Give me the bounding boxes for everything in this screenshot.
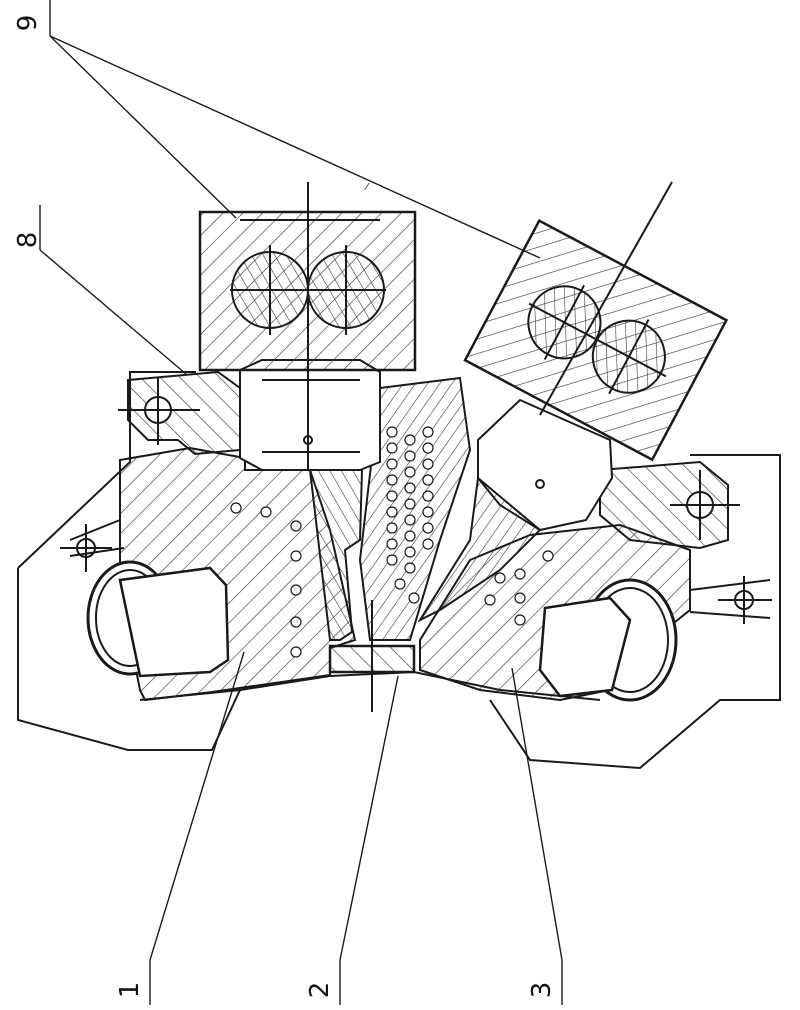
left-bracket [127, 370, 241, 456]
center-sleeve [239, 359, 381, 471]
reference-label-3: 3 [527, 981, 557, 999]
right-bracket [599, 460, 729, 550]
svg-text:⁄: ⁄ [364, 182, 370, 193]
right-nozzle [417, 476, 542, 623]
leader-lines [39, 0, 563, 1005]
right-outer-frame [489, 454, 781, 770]
cooling-holes [230, 426, 554, 658]
center-column [308, 469, 364, 641]
reference-label-2: 2 [305, 981, 335, 999]
reference-label-1: 1 [115, 981, 145, 999]
reference-label-8: 8 [13, 231, 43, 249]
left-clamp-block [118, 566, 230, 678]
right-clamp-block [538, 596, 632, 698]
reference-label-9: 9 [13, 14, 43, 32]
center-plate [358, 376, 472, 641]
